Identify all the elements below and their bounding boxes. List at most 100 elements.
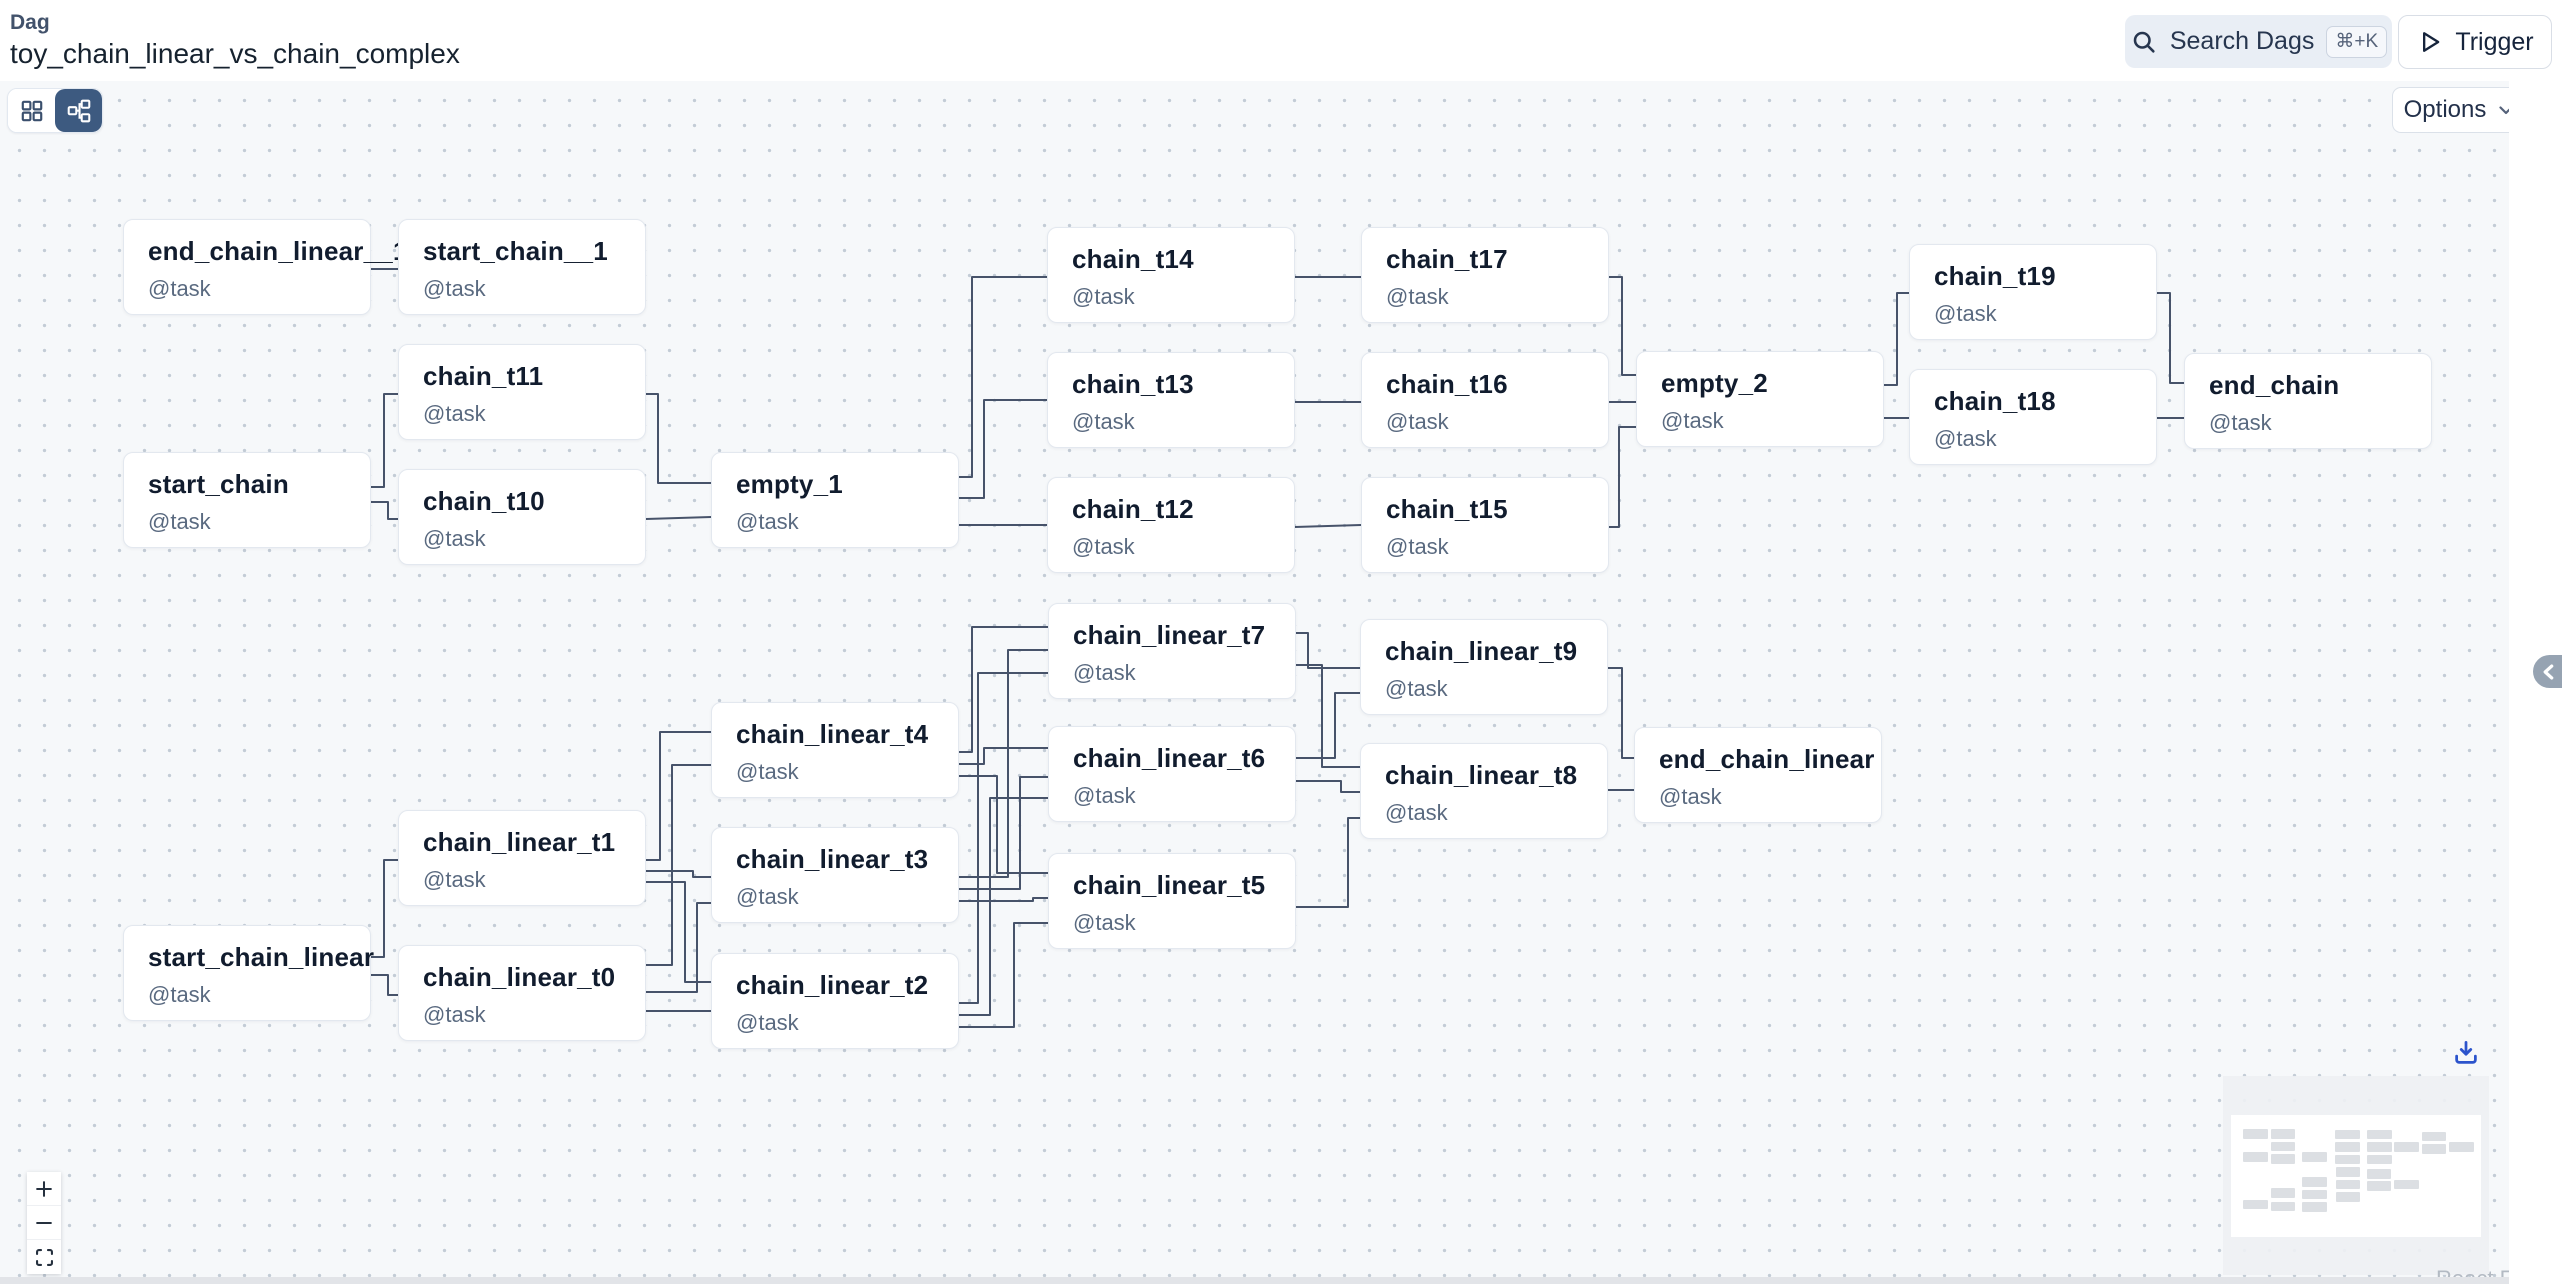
dag-node-start_chain__1[interactable]: start_chain__1@task: [398, 219, 646, 315]
search-dags-button[interactable]: Search Dags ⌘+K: [2125, 15, 2392, 68]
dag-node-end_chain_linear[interactable]: end_chain_linear@task: [1634, 727, 1882, 823]
minus-icon: [36, 1221, 52, 1224]
dag-node-chain_t16[interactable]: chain_t16@task: [1361, 352, 1609, 448]
search-label: Search Dags: [2169, 27, 2315, 55]
dag-edge-chain_linear_t1-chain_linear_t4: [646, 731, 711, 861]
minimap-node: [2335, 1192, 2361, 1202]
dag-node-chain_linear_t9[interactable]: chain_linear_t9@task: [1360, 619, 1608, 715]
minimap-node: [2335, 1179, 2361, 1190]
dag-node-chain_linear_t8[interactable]: chain_linear_t8@task: [1360, 743, 1608, 839]
node-subtitle: @task: [1661, 408, 1724, 433]
node-title: chain_t11: [423, 361, 544, 391]
node-subtitle: @task: [2209, 410, 2272, 435]
node-subtitle: @task: [736, 759, 799, 784]
graph-view-button[interactable]: [55, 89, 102, 132]
minimap-node: [2301, 1189, 2327, 1200]
dag-node-chain_t14[interactable]: chain_t14@task: [1047, 227, 1295, 323]
node-title: chain_linear_t6: [1073, 743, 1266, 773]
node-title: chain_t16: [1386, 369, 1508, 399]
dag-node-chain_linear_t6[interactable]: chain_linear_t6 @task: [1048, 726, 1296, 822]
dag-node-end_chain_linear__1[interactable]: end_chain_linear__1@task: [123, 219, 407, 315]
download-icon: [2455, 1040, 2477, 1064]
minimap-node: [2421, 1131, 2447, 1142]
dag-edge-chain_linear_t7-chain_linear_t8: [1296, 664, 1360, 768]
dag-edge-start_chain-chain_t10: [371, 501, 398, 520]
chevron-left-icon: [2543, 663, 2554, 680]
dag-node-chain_linear_t3[interactable]: chain_linear_t3@task: [711, 827, 959, 923]
dag-node-chain_t19[interactable]: chain_t19@task: [1909, 244, 2157, 340]
dag-node-chain_t13[interactable]: chain_t13 @task: [1047, 352, 1295, 448]
node-title: chain_t18: [1934, 386, 2056, 416]
dag-edge-empty_1-chain_t14: [959, 276, 1047, 478]
dag-edge-chain_linear_t2-chain_linear_t6: [959, 797, 1048, 1016]
dag-node-chain_linear_t4[interactable]: chain_linear_t4@task: [711, 702, 959, 798]
node-subtitle: @task: [1659, 784, 1722, 809]
dag-node-chain_linear_t5[interactable]: chain_linear_t5@task: [1048, 853, 1296, 949]
node-subtitle: @task: [736, 1010, 799, 1035]
node-title: chain_linear_t1: [423, 827, 616, 857]
node-subtitle: @task: [423, 401, 486, 426]
page-title: toy_chain_linear_vs_chain_complex: [10, 38, 460, 69]
node-subtitle: @task: [1073, 783, 1136, 808]
dag-node-chain_t18[interactable]: chain_t18 @task: [1909, 369, 2157, 465]
dag-node-chain_linear_t1[interactable]: chain_linear_t1@task: [398, 810, 646, 906]
trigger-button[interactable]: Trigger: [2398, 15, 2552, 69]
minimap-node: [2270, 1141, 2296, 1152]
minimap-node: [2366, 1129, 2392, 1140]
breadcrumb-kicker: Dag: [10, 11, 50, 34]
node-title: chain_linear_t7: [1073, 620, 1266, 650]
grid-icon: [19, 98, 45, 124]
node-subtitle: @task: [1072, 534, 1135, 559]
dag-edge-chain_linear_t4-chain_linear_t6: [959, 747, 1048, 765]
dag-node-empty_1[interactable]: empty_1@task: [711, 452, 959, 548]
zoom-in-button[interactable]: [27, 1172, 61, 1206]
minimap-node: [2394, 1179, 2419, 1190]
node-subtitle: @task: [1385, 800, 1448, 825]
minimap[interactable]: [2223, 1076, 2489, 1275]
node-subtitle: @task: [1072, 409, 1135, 434]
fit-view-button[interactable]: [27, 1240, 61, 1274]
dag-node-chain_linear_t0[interactable]: chain_linear_t0@task: [398, 945, 646, 1041]
dag-edge-chain_t17-empty_2: [1609, 276, 1636, 376]
minimap-node: [2243, 1152, 2268, 1162]
play-icon: [2416, 28, 2444, 56]
minimap-node: [2335, 1142, 2361, 1152]
node-title: chain_t12: [1072, 494, 1194, 524]
dag-node-end_chain[interactable]: end_chain @task: [2184, 353, 2432, 449]
node-title: chain_t13: [1072, 369, 1194, 399]
grid-view-button[interactable]: [8, 89, 55, 132]
node-title: chain_linear_t5: [1073, 870, 1266, 900]
maximize-icon: [35, 1248, 53, 1266]
node-subtitle: @task: [1386, 284, 1449, 309]
node-subtitle: @task: [423, 526, 486, 551]
dag-node-chain_t11[interactable]: chain_t11 @task: [398, 344, 646, 440]
dag-edge-chain_linear_t1-chain_linear_t2: [646, 881, 711, 983]
minimap-node: [2366, 1181, 2392, 1191]
options-button[interactable]: Options: [2392, 87, 2509, 133]
minimap-node: [2270, 1129, 2296, 1139]
zoom-out-button[interactable]: [27, 1206, 61, 1240]
horizontal-scrollbar-track[interactable]: [0, 1277, 2509, 1284]
dag-node-chain_t10[interactable]: chain_t10 @task: [398, 469, 646, 565]
node-subtitle: @task: [1386, 534, 1449, 559]
node-title: end_chain: [2209, 370, 2340, 400]
dag-node-chain_t15[interactable]: chain_t15@task: [1361, 477, 1609, 573]
dag-node-chain_t12[interactable]: chain_t12 @task: [1047, 477, 1295, 573]
node-subtitle: @task: [1934, 426, 1997, 451]
dag-edge-chain_linear_t0-chain_linear_t4: [646, 764, 711, 966]
dag-node-chain_linear_t2[interactable]: chain_linear_t2@task: [711, 953, 959, 1049]
zoom-controls: [27, 1172, 61, 1274]
app-header: Dag toy_chain_linear_vs_chain_complex Se…: [0, 0, 2562, 81]
dag-node-chain_linear_t7[interactable]: chain_linear_t7@task: [1048, 603, 1296, 699]
dag-node-start_chain_linear[interactable]: start_chain_linear@task: [123, 925, 374, 1021]
minimap-node: [2301, 1152, 2327, 1162]
node-title: chain_t10: [423, 486, 545, 516]
dag-node-chain_t17[interactable]: chain_t17@task: [1361, 227, 1609, 323]
dag-node-empty_2[interactable]: empty_2@task: [1636, 351, 1884, 447]
download-graph-button[interactable]: [2448, 1037, 2484, 1071]
expand-panel-button[interactable]: [2533, 655, 2562, 688]
node-subtitle: @task: [736, 884, 799, 909]
dag-node-start_chain[interactable]: start_chain@task: [123, 452, 371, 548]
dag-edge-chain_linear_t1-chain_linear_t3: [646, 870, 711, 878]
